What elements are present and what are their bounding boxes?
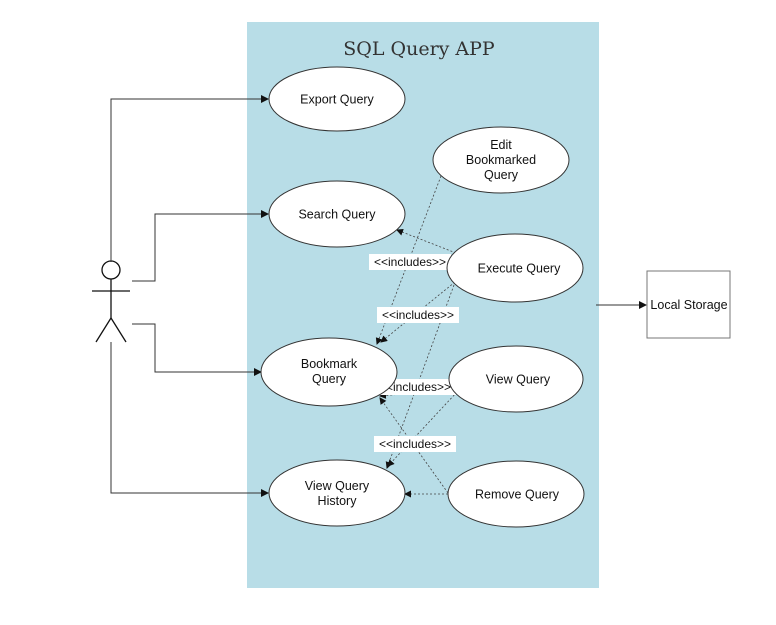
system-title: SQL Query APP [343, 38, 495, 60]
svg-text:Bookmarked: Bookmarked [466, 153, 536, 167]
use-case-search-query: Search Query [268, 180, 406, 248]
include-remove-bookmark [379, 397, 449, 494]
local-storage-box: Local Storage [646, 270, 731, 339]
include-label-2: <<includes>> [377, 307, 459, 323]
svg-text:View Query: View Query [486, 373, 551, 387]
svg-text:<<includes>>: <<includes>> [382, 308, 454, 322]
include-view-history [387, 391, 458, 467]
association-export [110, 95, 269, 262]
association-search [132, 210, 269, 282]
svg-text:History: History [318, 494, 358, 508]
svg-text:Local Storage: Local Storage [650, 298, 727, 312]
svg-text:Bookmark: Bookmark [301, 357, 358, 371]
svg-text:<<includes>>: <<includes>> [379, 437, 451, 451]
use-case-remove-query: Remove Query [447, 460, 585, 528]
svg-text:Execute Query: Execute Query [478, 262, 561, 276]
svg-text:Search Query: Search Query [298, 208, 376, 222]
svg-text:<<includes>>: <<includes>> [379, 380, 451, 394]
include-label-1: <<includes>> [369, 254, 451, 270]
include-label-3: <<includes>> [374, 379, 456, 395]
svg-text:Export Query: Export Query [300, 93, 374, 107]
svg-text:<<includes>>: <<includes>> [374, 255, 446, 269]
include-execute-search [396, 228, 457, 254]
svg-text:Remove Query: Remove Query [475, 488, 560, 502]
use-case-edit-bookmarked-query: Edit Bookmarked Query [432, 126, 570, 194]
svg-text:View Query: View Query [305, 479, 370, 493]
svg-text:Query: Query [312, 372, 347, 386]
svg-text:Query: Query [484, 168, 519, 182]
use-case-bookmark-query: Bookmark Query [260, 337, 398, 407]
use-case-export-query: Export Query [268, 66, 406, 132]
use-case-view-query: View Query [448, 345, 584, 413]
association-history [110, 342, 269, 497]
association-bookmark [132, 323, 262, 376]
include-label-4: <<includes>> [374, 436, 456, 452]
actor-user [92, 260, 130, 343]
svg-text:Edit: Edit [490, 138, 512, 152]
use-case-view-query-history: View Query History [268, 459, 406, 527]
use-case-execute-query: Execute Query [446, 233, 584, 303]
